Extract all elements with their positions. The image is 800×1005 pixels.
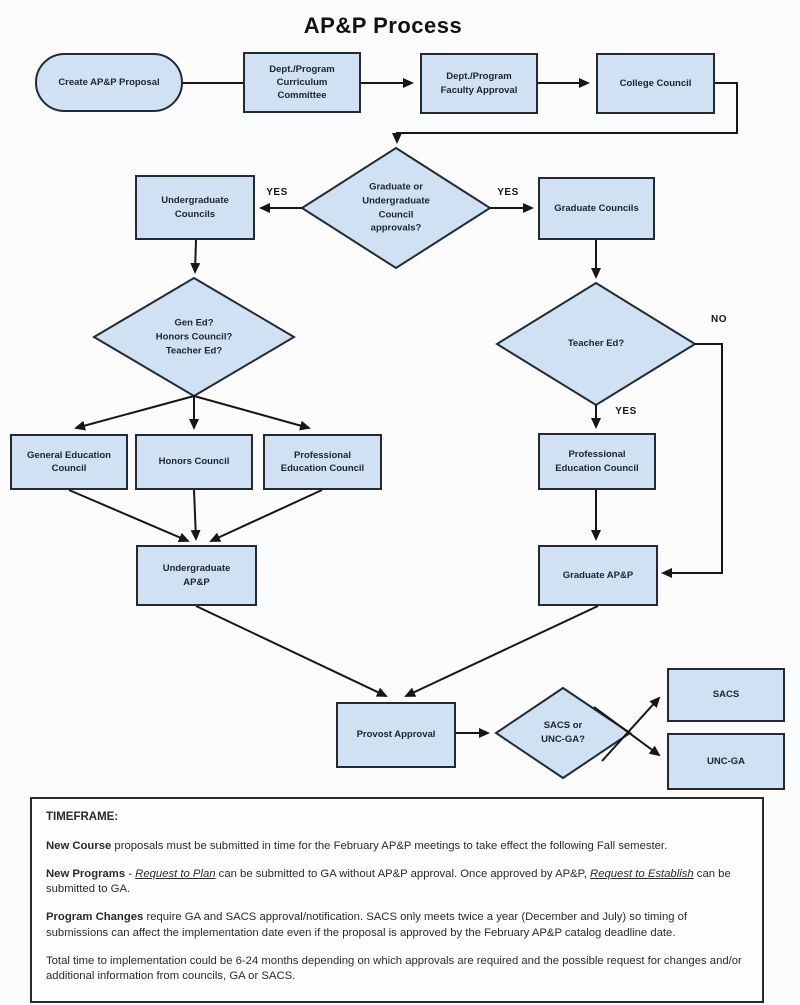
flow-arrows <box>68 78 738 762</box>
flow-arrow <box>190 239 201 274</box>
request-to-establish-text: Request to Establish <box>590 867 694 880</box>
node-create-app-proposal: Create AP&P Proposal <box>35 53 183 112</box>
flow-arrow <box>190 489 201 541</box>
node-college-council: College Council <box>596 53 715 114</box>
timeframe-heading: TIMEFRAME: <box>46 811 119 823</box>
flow-arrow <box>74 395 195 431</box>
decision-teacher-ed-label: Teacher Ed? <box>567 338 625 350</box>
flow-arrow <box>195 605 388 697</box>
node-general-education-council: General Education Council <box>10 434 128 490</box>
flow-arrow <box>593 706 661 757</box>
node-dept-curriculum-committee: Dept./Program Curriculum Committee <box>243 52 361 113</box>
node-honors-council: Honors Council <box>135 434 253 490</box>
decision-gen-ed-label: Gen Ed? Honors Council? Teacher Ed? <box>155 317 233 356</box>
node-graduate-councils: Graduate Councils <box>538 177 655 240</box>
flow-arrow <box>209 489 323 542</box>
edge-label-no-teacher-ed: NO <box>711 314 727 325</box>
program-changes-text: require GA and SACS approval/notificatio… <box>46 911 688 939</box>
node-undergraduate-app: Undergraduate AP&P <box>136 545 257 606</box>
flow-arrow <box>68 489 190 543</box>
flow-arrow <box>601 696 661 762</box>
new-programs-text-middle: can be submitted to GA without AP&P appr… <box>215 867 591 880</box>
edge-label-yes-graduate: YES <box>497 187 519 198</box>
timeframe-paragraph-new-course: New Course proposals must be submitted i… <box>46 839 748 854</box>
node-professional-education-council-right: Professional Education Council <box>538 433 656 490</box>
node-professional-education-council-left: Professional Education Council <box>263 434 382 490</box>
request-to-plan-text: Request to Plan <box>135 867 216 880</box>
new-programs-separator: - <box>125 867 136 880</box>
node-provost-approval: Provost Approval <box>336 702 456 768</box>
decision-grad-or-undergrad-label: Graduate or Undergraduate Council approv… <box>362 181 430 234</box>
timeframe-paragraph-total-time: Total time to implementation could be 6-… <box>46 954 742 983</box>
flow-arrow-elbow <box>392 82 738 144</box>
flow-arrow <box>193 395 311 431</box>
node-undergraduate-councils: Undergraduate Councils <box>135 175 255 240</box>
decision-grad-or-undergrad-shape <box>300 146 492 270</box>
new-programs-label: New Programs <box>46 867 126 880</box>
flow-arrow <box>404 605 599 697</box>
page-title: AP&P Process <box>303 13 463 38</box>
new-course-text: proposals must be submitted in time for … <box>111 839 668 852</box>
program-changes-label: Program Changes <box>46 911 144 924</box>
edge-label-yes-teacher-ed: YES <box>615 406 637 417</box>
node-dept-faculty-approval: Dept./Program Faculty Approval <box>420 53 538 114</box>
new-programs-text-tail: can be submitted to GA. <box>46 867 731 896</box>
edge-label-yes-undergraduate: YES <box>266 187 288 198</box>
node-graduate-app: Graduate AP&P <box>538 545 658 606</box>
timeframe-paragraph-new-programs: New Programs - Request to Plan can be su… <box>46 867 748 898</box>
node-sacs: SACS <box>667 668 785 722</box>
timeframe-paragraph-program-changes: Program Changes require GA and SACS appr… <box>46 910 748 941</box>
flow-arrow-no-elbow <box>661 343 723 578</box>
timeframe-panel: TIMEFRAME: New Course proposals must be … <box>30 797 764 1003</box>
new-course-label: New Course <box>46 839 112 852</box>
decision-sacs-or-ga-label: SACS or UNC-GA? <box>541 720 585 745</box>
node-unc-ga: UNC-GA <box>667 733 785 790</box>
